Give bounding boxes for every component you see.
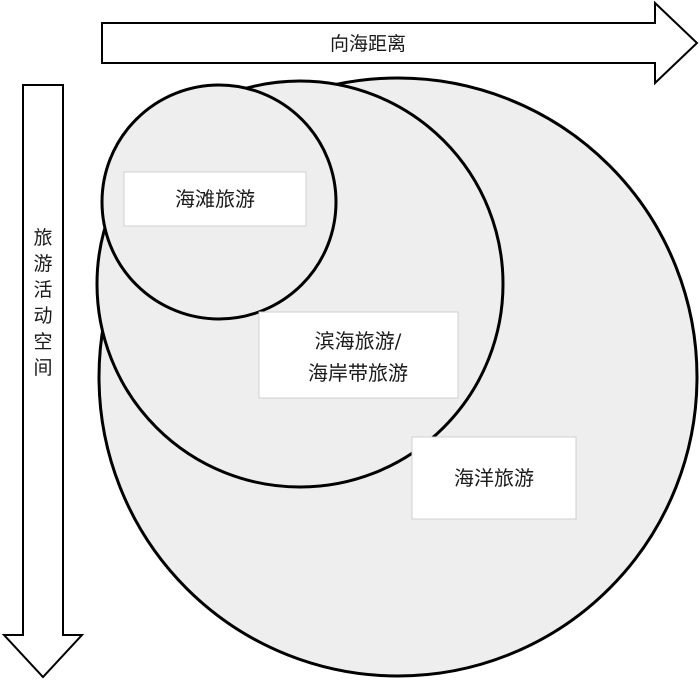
label-box [411,436,577,520]
distance-arrow-label: 向海距离 [330,33,406,55]
activity-space-char: 空 [33,331,52,353]
activity-space-arrow [1,84,85,679]
activity-space-char: 游 [33,253,52,275]
label-box [123,171,307,227]
coastal-tourism-text-line2: 海岸带旅游 [308,361,408,385]
coastal-tourism-label: 滨海旅游/ 海岸带旅游 [258,311,459,399]
beach-tourism-text: 海滩旅游 [175,187,255,211]
label-box [258,311,459,399]
beach-tourism-label: 海滩旅游 [123,171,307,227]
coastal-tourism-text-line1: 滨海旅游/ [315,329,402,353]
activity-space-char: 间 [33,357,52,379]
activity-space-char: 活 [33,279,52,301]
activity-space-arrow-label: 旅 游 活 动 空 间 [33,227,52,379]
activity-space-char: 动 [33,305,52,327]
activity-space-char: 旅 [33,227,52,249]
distance-arrow [101,0,699,86]
ocean-tourism-text: 海洋旅游 [454,466,534,490]
ocean-tourism-label: 海洋旅游 [411,436,577,520]
